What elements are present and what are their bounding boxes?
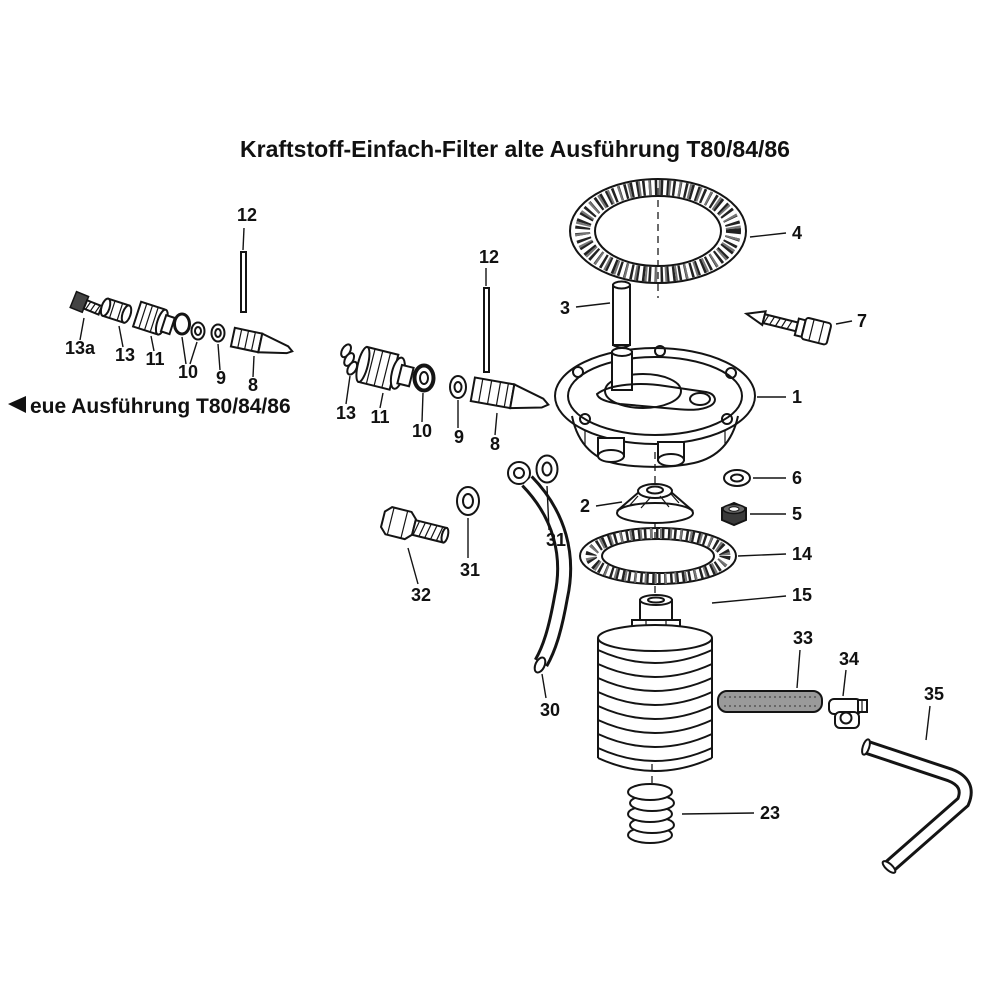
callout-13-new-label: 13 <box>336 403 356 423</box>
callout-31-a: 31 <box>546 485 566 550</box>
callout-12-old: 12 <box>237 205 257 251</box>
callout-8-old-label: 8 <box>248 375 258 395</box>
part-2-valve-cap <box>616 483 694 524</box>
part-9-washer-old <box>210 323 226 343</box>
part-31-washer-a <box>535 454 559 484</box>
callout-3-label: 3 <box>560 298 570 318</box>
part-9-washer-new <box>449 375 467 399</box>
part-3-standpipe <box>612 280 631 349</box>
callout-6: 6 <box>753 468 802 488</box>
callout-3: 3 <box>560 298 611 318</box>
part-23-spring <box>627 783 675 844</box>
callout-23: 23 <box>681 803 780 823</box>
callout-14-label: 14 <box>792 544 812 564</box>
part-34-clamp <box>828 698 868 729</box>
callout-9-new: 9 <box>454 400 464 447</box>
part-31-washer-b <box>456 486 480 516</box>
callout-13a-label: 13a <box>65 338 96 358</box>
callout-23-label: 23 <box>760 803 780 823</box>
callout-4: 4 <box>749 223 802 243</box>
part-13-spring-new <box>340 343 359 376</box>
callout-8-new-label: 8 <box>490 434 500 454</box>
part-32-banjo-bolt <box>379 506 450 544</box>
part-5-nut <box>721 501 747 527</box>
callout-10-new-label: 10 <box>412 421 432 441</box>
part-13a-plug-screw <box>69 290 104 316</box>
callout-9-new-label: 9 <box>454 427 464 447</box>
callout-1: 1 <box>757 387 802 407</box>
part-13-fitting-old <box>99 297 133 324</box>
callout-12-new: 12 <box>479 247 499 286</box>
callout-15-label: 15 <box>792 585 812 605</box>
callout-11-old: 11 <box>145 335 165 369</box>
callout-8-old: 8 <box>248 355 258 395</box>
part-10-seal-ring-new <box>412 363 436 393</box>
callout-9-old-label: 9 <box>216 368 226 388</box>
callout-11-new: 11 <box>370 392 390 427</box>
part-14-bowl-gasket <box>579 527 737 585</box>
callout-13-new: 13 <box>336 375 356 423</box>
part-12-rod-new <box>483 287 490 373</box>
callout-2-label: 2 <box>580 496 590 516</box>
part-4-cover-gasket <box>569 178 747 284</box>
callout-10-new: 10 <box>412 392 432 441</box>
callout-34: 34 <box>839 649 859 697</box>
callout-11-old-label: 11 <box>145 349 164 369</box>
callout-13-old: 13 <box>115 325 135 365</box>
callout-31-b-label: 31 <box>460 560 480 580</box>
callout-7-label: 7 <box>857 311 867 331</box>
part-11-fitting-new <box>355 345 415 391</box>
callout-33: 33 <box>793 628 813 689</box>
callout-32: 32 <box>407 547 431 605</box>
callout-10-old: 10 <box>178 336 198 382</box>
callout-33-label: 33 <box>793 628 813 648</box>
diagram-title: Kraftstoff-Einfach-Filter alte Ausführun… <box>240 136 790 162</box>
clipped-letter-glyph <box>8 396 26 413</box>
callout-32-label: 32 <box>411 585 431 605</box>
callout-10-old-label: 10 <box>178 362 198 382</box>
callout-12-new-label: 12 <box>479 247 499 267</box>
callout-2: 2 <box>580 496 623 516</box>
part-7-bleed-screw <box>743 310 832 346</box>
part-8-union-old <box>229 326 294 355</box>
callout-30: 30 <box>540 673 560 720</box>
callout-34-label: 34 <box>839 649 859 669</box>
callout-30-label: 30 <box>540 700 560 720</box>
variant-note-text: eue Ausführung T80/84/86 <box>30 395 291 418</box>
callout-35: 35 <box>924 684 944 741</box>
callout-15: 15 <box>711 585 812 605</box>
callout-31-b: 31 <box>460 518 480 580</box>
callout-8-new: 8 <box>490 412 500 454</box>
part-33-hose <box>717 690 823 713</box>
variant-note: eue Ausführung T80/84/86 <box>8 395 291 418</box>
callout-35-label: 35 <box>924 684 944 704</box>
callout-31-a-label: 31 <box>546 530 566 550</box>
part-35-bent-pipe <box>861 738 973 874</box>
callout-9-old: 9 <box>216 343 226 388</box>
callout-14: 14 <box>737 544 812 564</box>
centerline <box>651 188 659 786</box>
callout-12-old-label: 12 <box>237 205 257 225</box>
callout-6-label: 6 <box>792 468 802 488</box>
part-10-seal-rings-old <box>173 312 206 341</box>
callout-13-old-label: 13 <box>115 345 135 365</box>
part-30-fuel-line <box>507 461 573 674</box>
callout-5: 5 <box>750 504 802 524</box>
part-1-filter-head <box>554 345 756 468</box>
callout-1-label: 1 <box>792 387 802 407</box>
callout-4-label: 4 <box>792 223 802 243</box>
callout-7: 7 <box>835 311 867 331</box>
callout-5-label: 5 <box>792 504 802 524</box>
part-8-union-new <box>469 376 550 410</box>
callout-13a: 13a <box>65 317 96 358</box>
part-12-rod-old <box>240 251 247 313</box>
callout-11-new-label: 11 <box>370 407 389 427</box>
part-15-filter-element <box>597 594 713 772</box>
part-11-fitting-old <box>131 300 177 336</box>
part-6-washer <box>723 469 751 487</box>
